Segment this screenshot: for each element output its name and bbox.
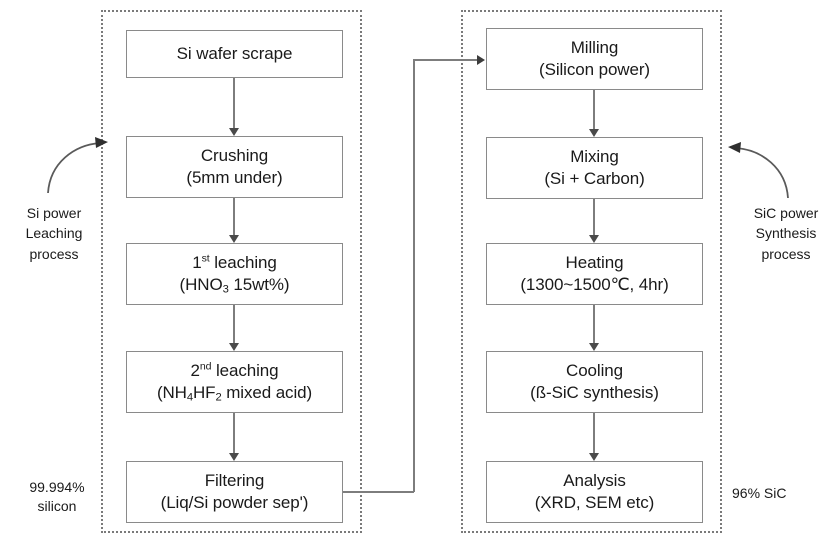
node-subtitle: (Silicon power): [539, 60, 650, 79]
arrowhead-mixing: [588, 129, 599, 137]
node-subtitle: (5mm under): [186, 168, 283, 187]
annotation-line-2: Leaching: [25, 225, 83, 242]
node-subtitle: (Si + Carbon): [544, 169, 645, 188]
connector-first-to-second-leaching: [233, 305, 235, 343]
connector-filtering-riser: [413, 59, 415, 492]
annotation-line-1: Si power: [26, 205, 82, 221]
node-second-leaching[interactable]: 2nd leaching (NH4HF2 mixed acid): [126, 351, 343, 413]
output-label-line-1: 96% SiC: [732, 485, 787, 501]
node-subtitle: (NH4HF2 mixed acid): [156, 383, 313, 404]
node-title: 1st leaching: [192, 252, 277, 273]
output-label-line-2: silicon: [37, 497, 77, 514]
node-si-wafer-scrape[interactable]: Si wafer scrape: [126, 30, 343, 78]
right-output-label: 96% SiC: [732, 484, 786, 503]
connector-milling-to-mixing: [593, 90, 595, 129]
node-filtering[interactable]: Filtering (Liq/Si powder sep'): [126, 461, 343, 523]
connector-scrape-to-crushing: [233, 78, 235, 129]
node-title: Si wafer scrape: [176, 44, 293, 64]
left-annotation-curve: [47, 137, 108, 194]
right-process-group: [461, 10, 722, 533]
node-title: Filtering: [204, 471, 265, 491]
connector-heating-to-cooling: [593, 305, 595, 343]
arrowhead-heating: [588, 235, 599, 243]
connector-mixing-to-heating: [593, 199, 595, 235]
node-subtitle: (Liq/Si powder sep'): [160, 493, 309, 512]
connector-into-milling: [413, 59, 478, 61]
node-first-leaching[interactable]: 1st leaching (HNO3 15wt%): [126, 243, 343, 305]
node-title: 2nd leaching: [190, 360, 279, 381]
arrowhead-first-leaching: [228, 235, 239, 243]
connector-crushing-to-first-leaching: [233, 198, 235, 235]
connector-cooling-to-analysis: [593, 413, 595, 453]
right-process-annotation: SiC power Synthesis process: [736, 203, 836, 264]
arrowhead-second-leaching: [228, 343, 239, 351]
node-analysis[interactable]: Analysis (XRD, SEM etc): [486, 461, 703, 523]
node-subtitle: (ß-SiC synthesis): [530, 383, 659, 402]
arrowhead-milling: [477, 54, 485, 65]
node-heating[interactable]: Heating (1300~1500℃, 4hr): [486, 243, 703, 305]
arrowhead-crushing: [228, 128, 239, 136]
node-title: Mixing: [570, 147, 619, 167]
node-subtitle: (XRD, SEM etc): [534, 493, 655, 512]
annotation-line-2: Synthesis: [755, 225, 817, 242]
node-subtitle: (HNO3 15wt%): [179, 275, 290, 296]
left-output-label: 99.994% silicon: [18, 478, 96, 516]
node-milling[interactable]: Milling (Silicon power): [486, 28, 703, 90]
node-cooling[interactable]: Cooling (ß-SiC synthesis): [486, 351, 703, 413]
right-annotation-curve: [728, 142, 789, 199]
node-title: Analysis: [563, 471, 626, 491]
arrowhead-analysis: [588, 453, 599, 461]
node-crushing[interactable]: Crushing (5mm under): [126, 136, 343, 198]
arrowhead-cooling: [588, 343, 599, 351]
connector-second-leaching-to-filtering: [233, 413, 235, 453]
node-title: Heating: [565, 253, 624, 273]
node-mixing[interactable]: Mixing (Si + Carbon): [486, 137, 703, 199]
node-title: Crushing: [200, 146, 269, 166]
connector-filtering-exit: [343, 491, 414, 493]
arrowhead-filtering: [228, 453, 239, 461]
annotation-line-3: process: [29, 245, 79, 262]
node-title: Cooling: [566, 361, 623, 381]
node-subtitle: (1300~1500℃, 4hr): [520, 275, 669, 294]
left-process-group: [101, 10, 362, 533]
node-title: Milling: [570, 38, 619, 58]
annotation-line-3: process: [761, 245, 811, 262]
output-label-line-1: 99.994%: [29, 479, 85, 495]
left-process-annotation: Si power Leaching process: [8, 203, 100, 264]
annotation-line-1: SiC power: [753, 205, 819, 221]
